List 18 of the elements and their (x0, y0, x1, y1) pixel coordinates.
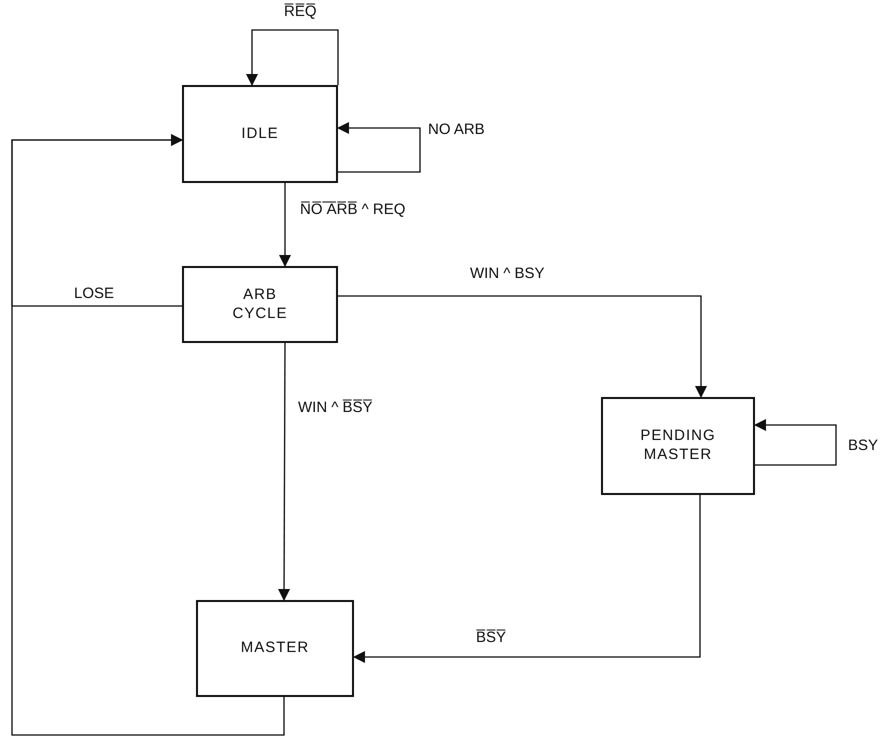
state-label: PENDING MASTER (639, 427, 717, 465)
arrow (246, 29, 339, 86)
state-label: MASTER (240, 639, 310, 658)
arrow (337, 122, 421, 173)
state-box (182, 85, 338, 183)
edge-label: N̅O̅ ̅A̅R̅B̅ ^ REQ (298, 200, 408, 220)
arrow (278, 343, 290, 601)
state-label: ARB CYCLE (231, 286, 289, 324)
arrow (754, 419, 837, 466)
arrow (11, 134, 285, 736)
state-box (601, 397, 755, 495)
state-label: IDLE (240, 124, 280, 144)
arrow (353, 495, 701, 663)
state-box (182, 266, 338, 343)
state-box (196, 600, 354, 697)
arrow (279, 183, 291, 267)
edge-label: R̅E̅Q̅ (282, 2, 319, 22)
arrow (338, 295, 707, 398)
